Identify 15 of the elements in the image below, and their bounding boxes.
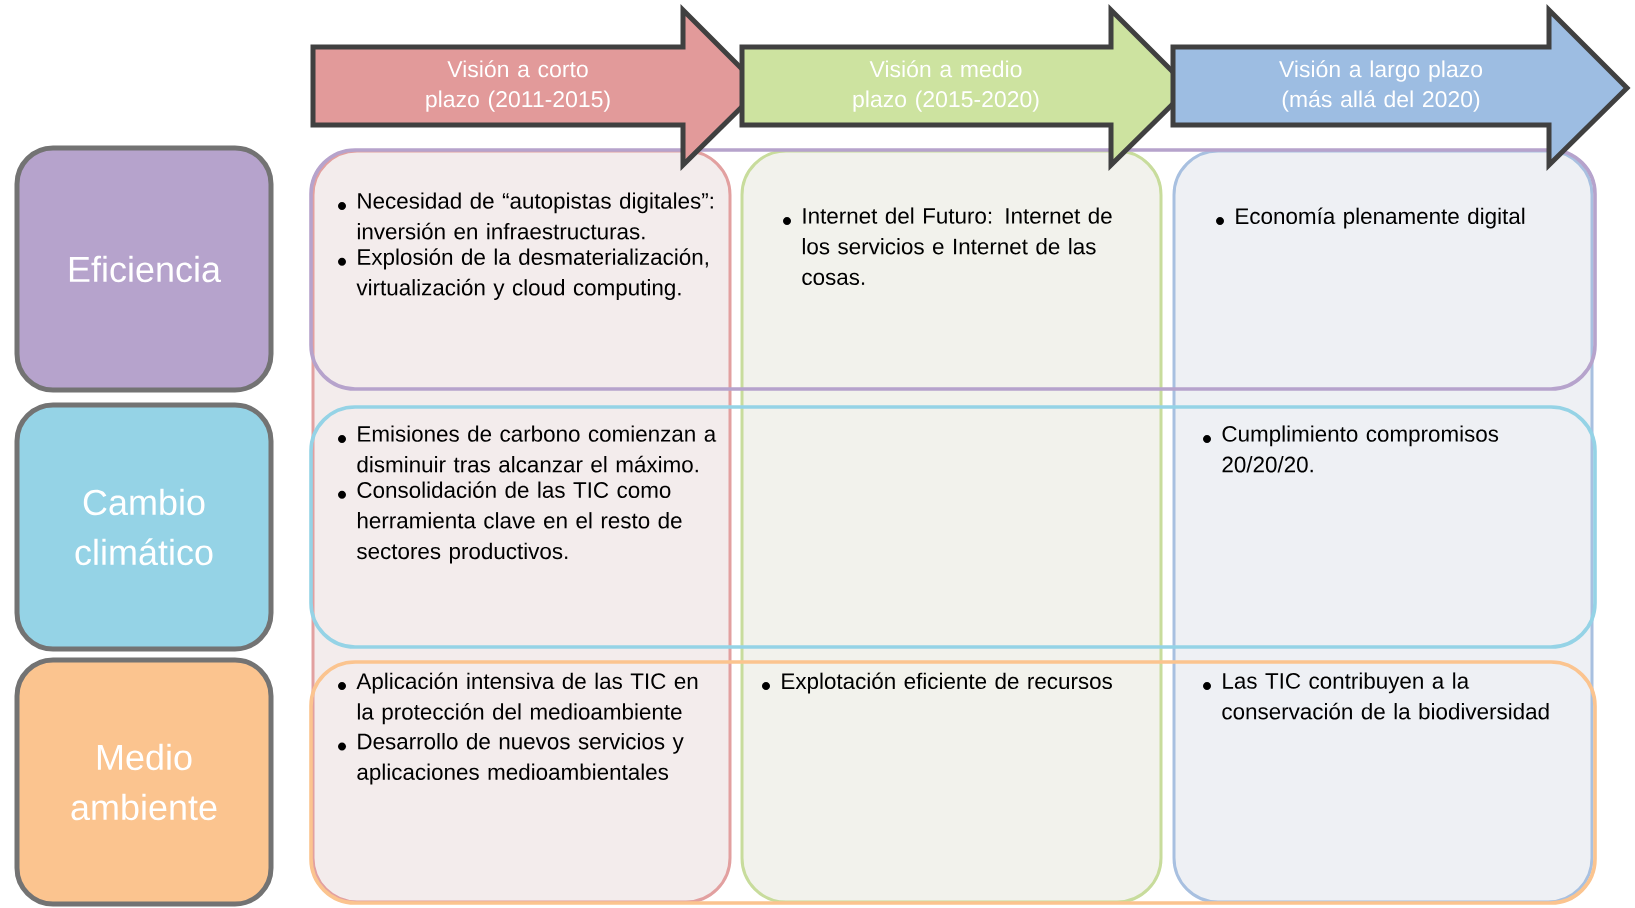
bullet-text: Consolidación de las TIC como herramienta clave en el resto de sectores productivos.: [357, 481, 682, 564]
bullet-text: Explotación eficiente de recursos: [782, 672, 1112, 694]
bullet-text: Internet del Futuro: Internet de los servicios e Internet de las cosas.: [802, 207, 1112, 286]
bullet-text: Explosión de la desmaterialización, virtualización y cloud computing.: [356, 248, 708, 300]
category-box: Medio ambiente: [14, 657, 274, 907]
bullet-text: Las TIC contribuyen a la conservación de la biodiversidad: [1222, 672, 1549, 720]
category-box: Eficiencia: [14, 145, 274, 393]
bullet-text: Economía plenamente digital: [1236, 207, 1525, 229]
phase-header: Visión a largo plazo (más allá del 2020): [1170, 3, 1631, 171]
bullet-text: Desarrollo de nuevos servicios y aplicaciones medioambientales: [357, 732, 684, 785]
category-box: Cambio climático: [14, 402, 274, 652]
bullet-text: Necesidad de “autopistas digitales”: inversión en infraestructuras.: [357, 192, 713, 240]
bullet-text: Aplicación intensiva de las TIC en la protección del medioambiente: [356, 672, 698, 725]
bullet-text: Emisiones de carbono comienzan a disminuir tras alcanzar el máximo.: [357, 425, 717, 473]
bullet-text: Cumplimiento compromisos 20/20/20.: [1222, 425, 1499, 473]
